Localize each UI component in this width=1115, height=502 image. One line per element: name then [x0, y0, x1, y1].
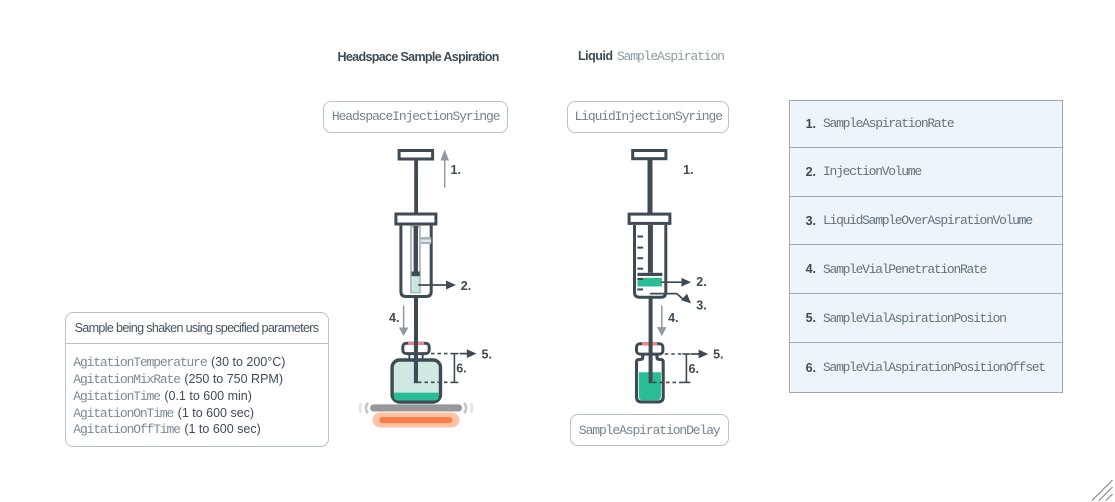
svg-text:5.: 5.	[713, 347, 723, 361]
svg-text:4.: 4.	[389, 311, 399, 325]
svg-text:3.: 3.	[696, 298, 706, 312]
svg-text:2.: 2.	[696, 275, 706, 289]
svg-text:6.: 6.	[689, 362, 699, 376]
svg-text:5.: 5.	[482, 348, 492, 362]
svg-text:1.: 1.	[451, 163, 461, 177]
svg-text:6.: 6.	[456, 362, 466, 376]
svg-text:1.: 1.	[683, 163, 693, 177]
svg-text:2.: 2.	[461, 279, 471, 293]
svg-text:4.: 4.	[668, 311, 678, 325]
